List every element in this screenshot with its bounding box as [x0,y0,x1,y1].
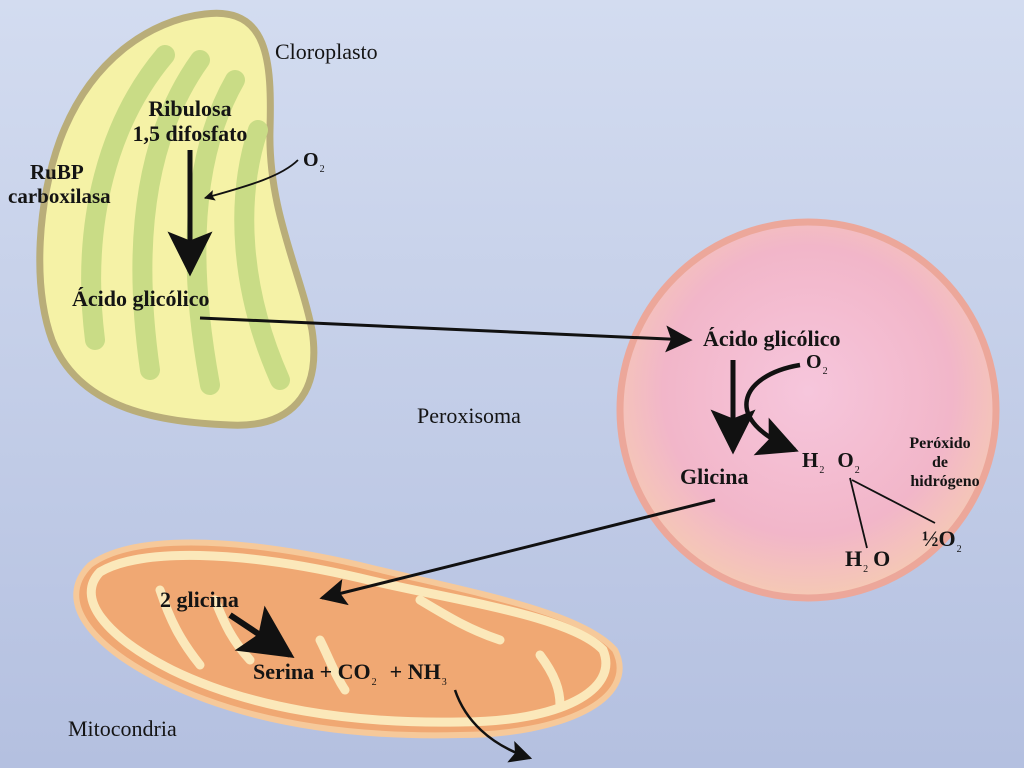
chloroplast-oxygen-label: O2 [303,149,325,175]
enzyme-label-line2: carboxilasa [8,184,111,208]
glycine-label: Glicina [680,464,749,489]
arrow-to-peroxisome [199,316,693,353]
ribulose-label-line2: 1,5 difosfato [132,121,248,146]
arrow-oxygen-in [203,159,299,201]
half-oxygen-formula: ½O2 [922,526,962,555]
mitochondria-title: Mitocondria [68,716,177,741]
chloroplast-title: Cloroplasto [275,39,378,64]
peroxide-caption-line3: hidrógeno [910,473,980,490]
peroxisome-title: Peroxisoma [417,403,521,428]
arrow-to-mitochondria [319,498,716,606]
peroxide-caption-line1: Peróxido [909,435,971,452]
peroxisome-glycolate-label: Ácido glicólico [703,326,841,351]
chloroplast-glycolate-label: Ácido glicólico [72,286,210,311]
chloroplast-organelle [36,9,318,429]
mitochondria-organelle [73,539,623,739]
peroxisome-oxygen-label: O2 [806,351,828,377]
peroxide-to-oxygen-line [851,479,936,524]
peroxisome-organelle [616,218,1000,602]
peroxide-to-water-line [849,477,868,549]
serine-equation: Serina + CO2+ NH3 [253,659,447,688]
two-glycine-label: 2 glicina [160,587,239,612]
arrow-oxygen-to-peroxide [744,362,801,456]
enzyme-label-line1: RuBP [30,160,84,184]
ribulose-label-line1: Ribulosa [148,96,232,121]
pathway-arrows [167,150,936,763]
arrow-nh3-out [453,689,533,763]
peroxide-caption-line2: de [932,454,948,471]
arrow-glycine-to-serine [228,605,295,658]
